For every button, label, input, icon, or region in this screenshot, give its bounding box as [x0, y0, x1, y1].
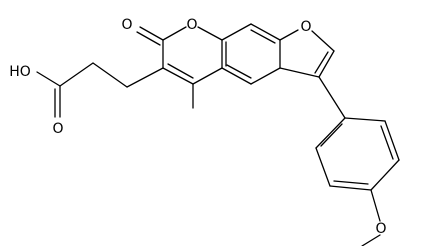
bond-ar4-ar5 — [370, 159, 400, 191]
bond-ar1-ar2-double — [320, 123, 343, 147]
bond-c3-c4 — [162, 67, 194, 85]
bond-ar4-omethoxy — [370, 189, 381, 222]
bond-ar6-ar1 — [344, 117, 386, 122]
bond-c4-c4a — [192, 67, 223, 85]
carbonyl-oxygen-label: O — [121, 17, 132, 33]
bond-c3f-c4b — [279, 67, 320, 78]
bond-ar1-ar2 — [315, 117, 346, 149]
bond-o1-c8a — [197, 26, 223, 41]
bond-c2-o1 — [162, 26, 187, 41]
bond-c3f-aryl — [318, 76, 346, 119]
bond-c2f-c3f-double — [314, 51, 329, 74]
methoxy-oxygen-label: O — [375, 221, 386, 237]
bond-c8-c8b — [250, 23, 281, 41]
bonds — [36, 23, 400, 246]
bond-ar3-ar4-double — [333, 180, 369, 185]
bond-ofuran-c2f — [311, 30, 335, 52]
bond-c2f-c3f — [318, 50, 335, 78]
bond-c5-c4a-double — [226, 64, 252, 79]
pyranone-oxygen-label: O — [186, 17, 197, 33]
bond-c3-c4-double — [167, 63, 194, 79]
bond-c5-c4a — [221, 67, 252, 85]
bond-c2-carbonyl-double — [136, 31, 161, 46]
atom-labels: O O O HO O O — [9, 17, 386, 237]
bond-ch2b-cooh — [59, 62, 94, 87]
furan-oxygen-label: O — [300, 19, 311, 35]
bond-ar2-ar3 — [315, 147, 331, 187]
bond-ch2a-ch2b — [92, 62, 128, 88]
acid-carbonyl-oxygen-label: O — [52, 121, 63, 137]
bond-ar5-ar6 — [384, 120, 400, 161]
bond-c8a-c8 — [221, 23, 252, 41]
bond-c4b-c5 — [250, 67, 281, 85]
bond-c8-c8b-double — [250, 29, 276, 44]
bond-c2-carbonyl — [139, 26, 164, 41]
acid-hydroxyl-label: HO — [9, 64, 31, 80]
bond-ar3-ar4 — [329, 185, 372, 191]
bond-c8b-ofuran — [279, 29, 299, 41]
bond-c3-ch2a — [126, 67, 164, 88]
bond-omethoxy-ch3 — [361, 234, 381, 246]
bond-cooh-oh — [36, 71, 61, 87]
bond-ar5-ar6-double — [380, 125, 394, 160]
